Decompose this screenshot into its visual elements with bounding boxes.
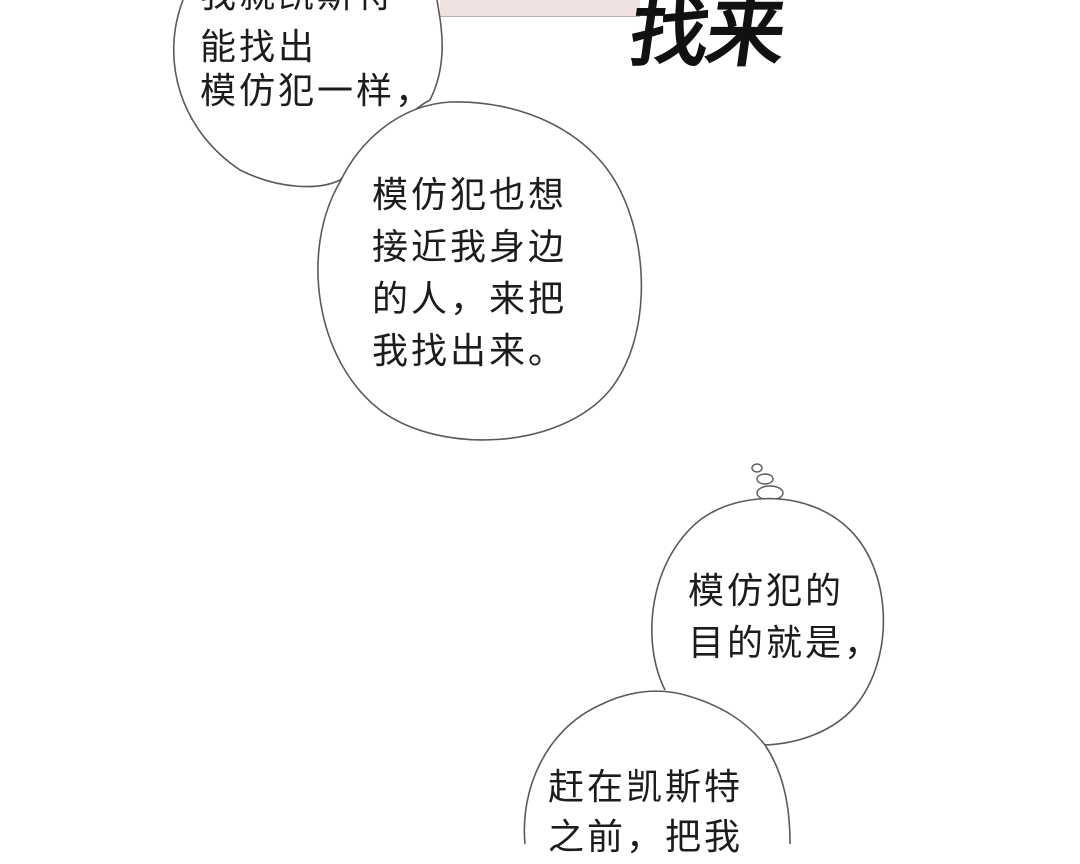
bubble-1-line-0: 我就凯斯特 <box>200 0 395 22</box>
bubble-1-line-1: 能找出 <box>200 27 318 68</box>
bubble-4-line-0: 赶在凯斯特 <box>548 767 744 808</box>
bubble-4-line-1: 之前，把我 <box>548 817 744 858</box>
bubble-2-line-2: 的人，来把 <box>372 279 568 320</box>
bubble-4-outline <box>523 690 791 844</box>
bubble-2-outline <box>317 101 643 441</box>
bubble-2-line-3: 我找出来。 <box>372 331 568 372</box>
bubble-1-line-2: 模仿犯一样， <box>200 71 435 112</box>
panel-edge-top <box>440 0 640 17</box>
thought-dot-medium <box>756 473 774 485</box>
bubble-3-outline <box>651 497 885 746</box>
bubble-3-line-0: 模仿犯的 <box>688 571 845 612</box>
bubble-2-line-1: 接近我身边 <box>372 227 568 268</box>
bubble-3-line-1: 目的就是， <box>688 623 884 664</box>
bubble-2-line-0: 模仿犯也想 <box>372 175 568 216</box>
sound-effect-text: 找来 <box>624 0 790 78</box>
thought-dot-small <box>751 463 763 473</box>
speech-bubbles <box>172 0 885 844</box>
